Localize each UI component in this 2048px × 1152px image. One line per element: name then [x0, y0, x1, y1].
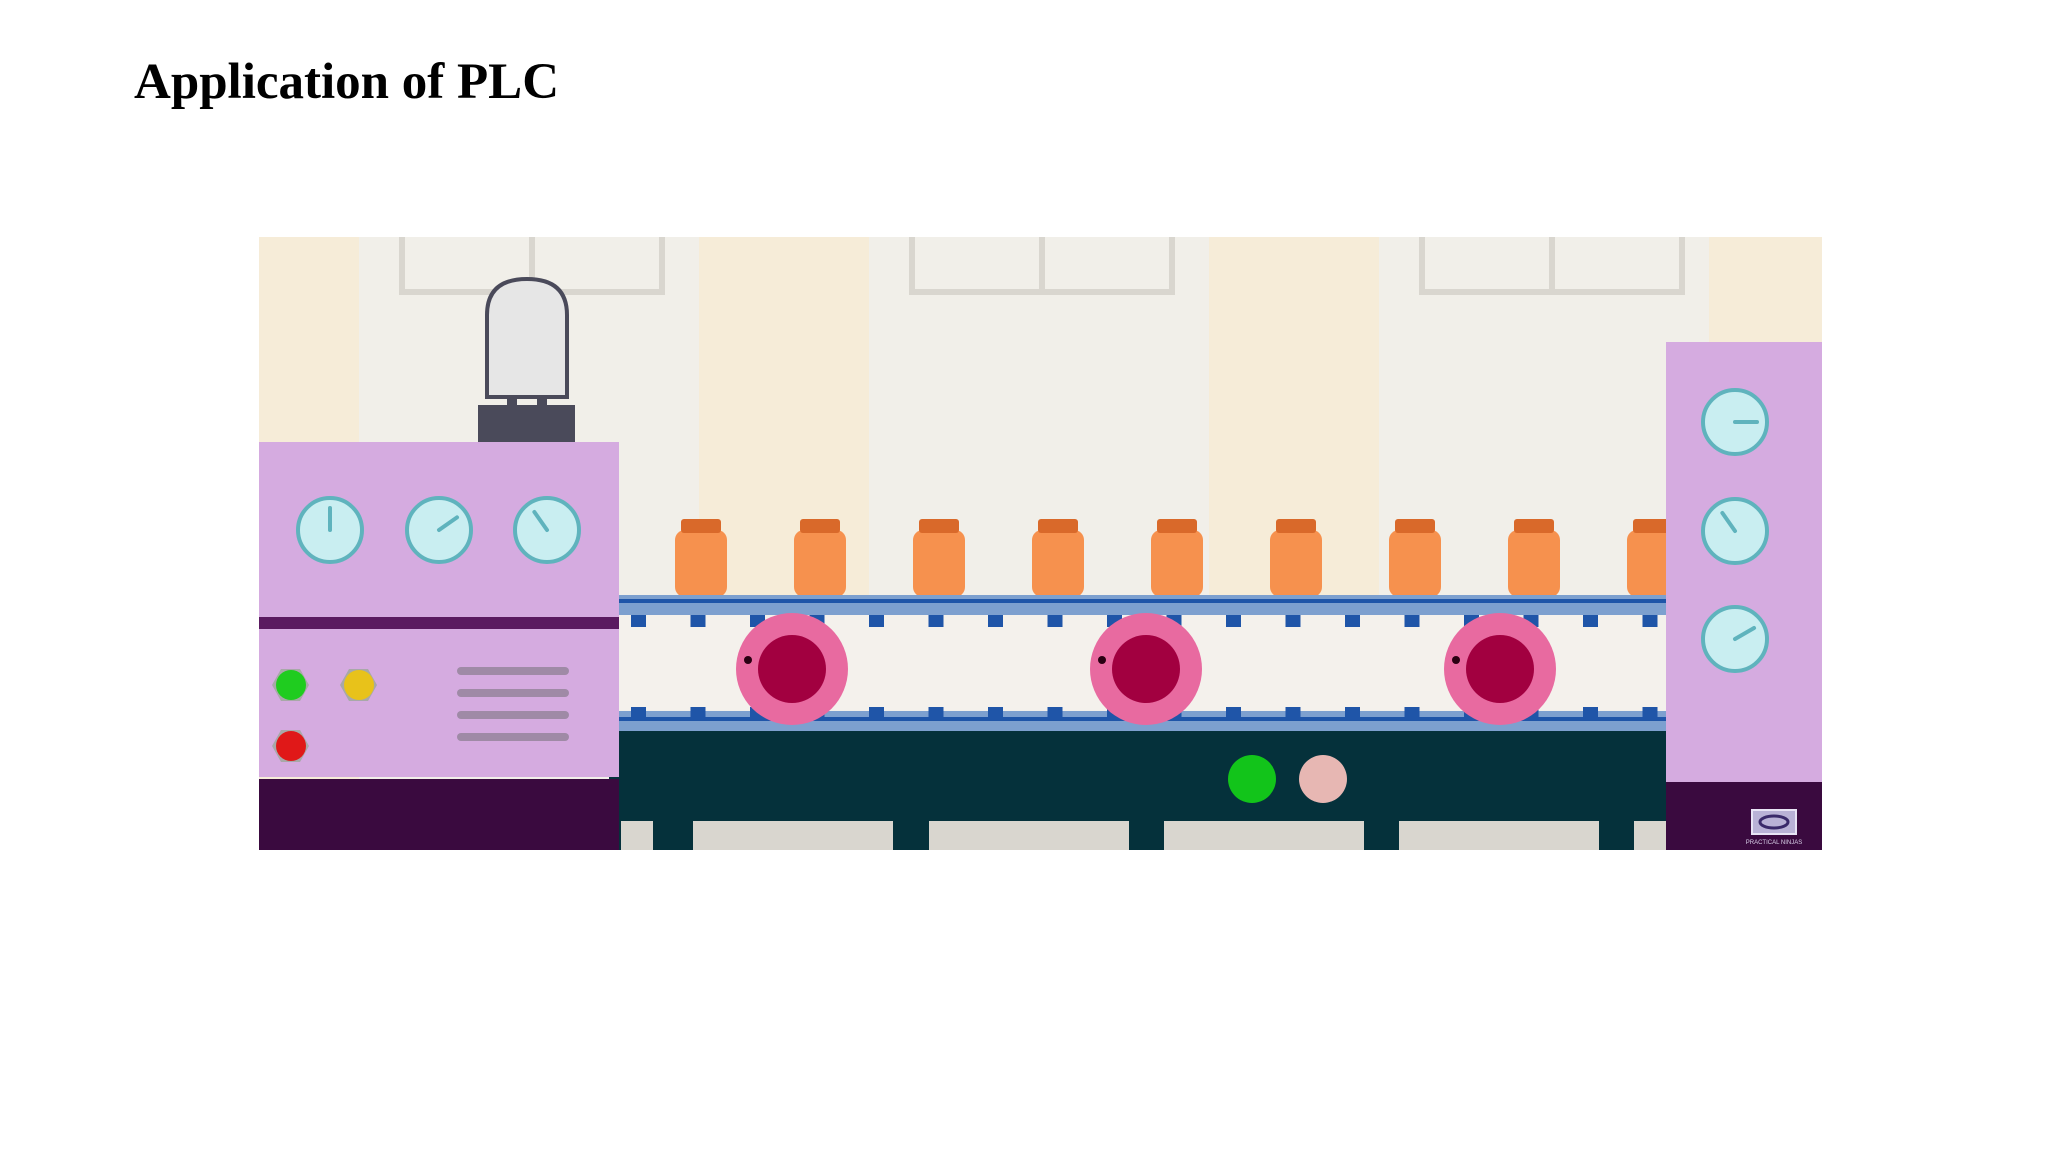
- gauge-needle: [1720, 510, 1737, 533]
- lamp-base: [478, 405, 575, 442]
- warning-lamp: [478, 276, 575, 442]
- belt-tooth: [690, 707, 706, 719]
- belt-tooth: [1047, 615, 1063, 627]
- left-control-machine: [259, 276, 619, 850]
- pause-button[interactable]: [344, 670, 374, 700]
- bottle: [1389, 519, 1441, 597]
- belt-tooth: [1345, 707, 1360, 719]
- indicator-light-green: [1228, 755, 1276, 803]
- conveyor-roller: [1444, 613, 1556, 725]
- pressure-gauge: [513, 496, 581, 564]
- belt-tooth: [1642, 707, 1658, 719]
- control-buttons: [272, 669, 377, 762]
- belt-tooth: [1226, 707, 1241, 719]
- pressure-gauge: [1701, 497, 1769, 565]
- belt-tooth: [1345, 615, 1360, 627]
- belt-tooth: [631, 707, 646, 719]
- left-gauge-panel: [296, 496, 581, 564]
- belt-top: [609, 595, 1669, 615]
- bottle: [675, 519, 727, 597]
- belt-tooth: [988, 707, 1003, 719]
- belt-tooth: [928, 707, 944, 719]
- conveyor-roller: [736, 613, 848, 725]
- start-button[interactable]: [276, 670, 306, 700]
- belt-tooth: [869, 707, 884, 719]
- pressure-gauge: [405, 496, 473, 564]
- plc-factory-illustration: PRACTICAL NINJAS: [259, 237, 1822, 850]
- brand-logo: PRACTICAL NINJAS: [1746, 809, 1802, 846]
- bottle: [1508, 519, 1560, 597]
- conveyor-base: [609, 731, 1669, 850]
- bottle: [794, 519, 846, 597]
- gauge-needle: [1733, 626, 1757, 641]
- bottle: [913, 519, 965, 597]
- belt-tooth: [1583, 707, 1598, 719]
- belt-tooth: [1285, 707, 1301, 719]
- belt-tooth: [928, 615, 944, 627]
- stop-button[interactable]: [276, 731, 306, 761]
- right-control-machine: PRACTICAL NINJAS: [1666, 342, 1822, 850]
- bottle: [1151, 519, 1203, 597]
- lamp-glass: [485, 276, 569, 399]
- gauge-needle: [437, 515, 460, 532]
- factory-svg: PRACTICAL NINJAS: [259, 237, 1822, 850]
- conveyor-roller: [1090, 613, 1202, 725]
- brand-logo-text: PRACTICAL NINJAS: [1746, 840, 1802, 846]
- belt-tooth: [1285, 615, 1301, 627]
- belt-tooth: [690, 615, 706, 627]
- belt-tooth: [631, 615, 646, 627]
- belt-tooth: [1583, 615, 1598, 627]
- belt-tooth: [1642, 615, 1658, 627]
- slide-title: Application of PLC: [134, 54, 560, 110]
- gauge-needle: [532, 509, 549, 532]
- belt-tooth: [1047, 707, 1063, 719]
- pressure-gauge: [1701, 605, 1769, 673]
- right-gauge-panel: [1701, 388, 1769, 673]
- bottle: [1270, 519, 1322, 597]
- pressure-gauge: [296, 496, 364, 564]
- conveyor-belt: [609, 595, 1669, 731]
- pressure-gauge: [1701, 388, 1769, 456]
- indicator-light-pink: [1299, 755, 1347, 803]
- bottle: [1032, 519, 1084, 597]
- belt-tooth: [988, 615, 1003, 627]
- belt-tooth: [869, 615, 884, 627]
- belt-tooth: [1404, 707, 1420, 719]
- belt-tooth: [1226, 615, 1241, 627]
- belt-tooth: [1404, 615, 1420, 627]
- vent-grille: [457, 667, 569, 741]
- belt-rollers: [736, 613, 1556, 725]
